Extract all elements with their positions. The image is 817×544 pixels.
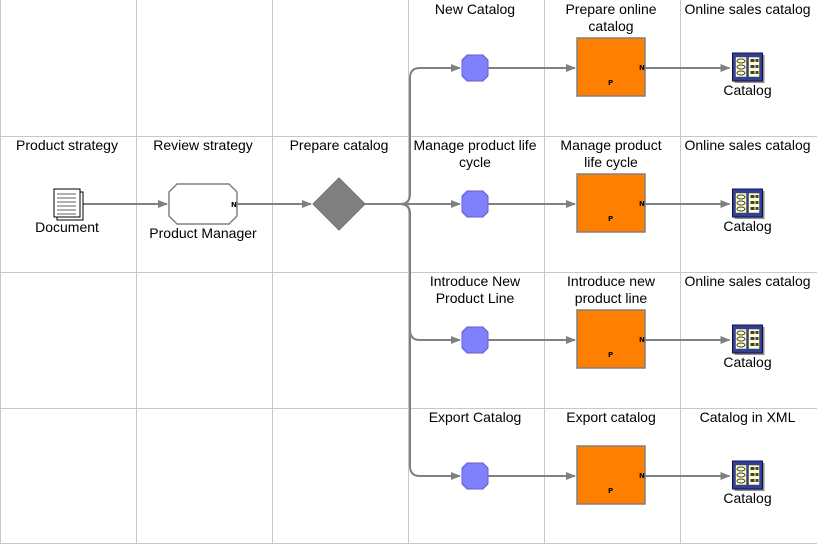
event-octagon [461, 54, 489, 82]
function-marker-p: P [608, 487, 613, 495]
node-title: Introduce new [567, 273, 656, 289]
node-title: Product Line [436, 290, 515, 306]
node-label: Catalog [723, 82, 771, 98]
node-title: life cycle [584, 154, 638, 170]
node-label: Product Manager [149, 225, 257, 241]
function-marker-n: N [639, 336, 645, 344]
node-title: Introduce New [430, 273, 521, 289]
connector-layer [83, 64, 731, 480]
event-octagon [461, 462, 489, 490]
connector-prepare-catalog-to-export-catalog-event [365, 203, 461, 480]
node-title: Prepare catalog [290, 137, 389, 153]
node-title: New Catalog [435, 1, 515, 17]
function-marker-n: N [639, 200, 645, 208]
node-label: Catalog [723, 490, 771, 506]
node-title: Catalog in XML [700, 409, 796, 425]
node-title: cycle [459, 154, 491, 170]
task-shape [168, 183, 238, 225]
function-box [576, 173, 646, 233]
node-label: Document [35, 219, 99, 235]
function-marker-p: P [608, 351, 613, 359]
function-marker-p: P [608, 79, 613, 87]
function-box [576, 37, 646, 97]
node-title: Prepare online [565, 1, 656, 17]
node-catalog-in-xml[interactable]: Catalog in XML Catalog [700, 409, 796, 506]
node-label: Catalog [723, 354, 771, 370]
node-title: Online sales catalog [684, 1, 810, 17]
node-title: product line [575, 290, 648, 306]
node-title: Review strategy [153, 137, 253, 153]
event-octagon [461, 190, 489, 218]
node-title: Online sales catalog [684, 273, 810, 289]
node-title: Manage product life [414, 137, 537, 153]
event-octagon [461, 326, 489, 354]
document-icon [53, 188, 84, 221]
function-box [576, 445, 646, 505]
node-prepare-catalog[interactable]: Prepare catalog [290, 137, 389, 231]
catalog-icon [732, 324, 765, 355]
function-marker-n: N [639, 472, 645, 480]
node-title: catalog [588, 18, 633, 34]
node-title: Manage product [560, 137, 661, 153]
function-box [576, 309, 646, 369]
catalog-icon [732, 460, 765, 491]
catalog-icon [732, 52, 765, 83]
catalog-icon [732, 188, 765, 219]
function-marker-p: P [608, 215, 613, 223]
node-label: Catalog [723, 218, 771, 234]
gateway-diamond [312, 177, 366, 231]
node-title: Online sales catalog [684, 137, 810, 153]
node-export-catalog-event[interactable]: Export Catalog [429, 409, 522, 490]
task-marker: N [231, 201, 237, 209]
node-title: Product strategy [16, 137, 118, 153]
function-marker-n: N [639, 64, 645, 72]
node-title: Export Catalog [429, 409, 522, 425]
node-new-catalog[interactable]: New Catalog [435, 1, 515, 82]
node-title: Export catalog [566, 409, 656, 425]
